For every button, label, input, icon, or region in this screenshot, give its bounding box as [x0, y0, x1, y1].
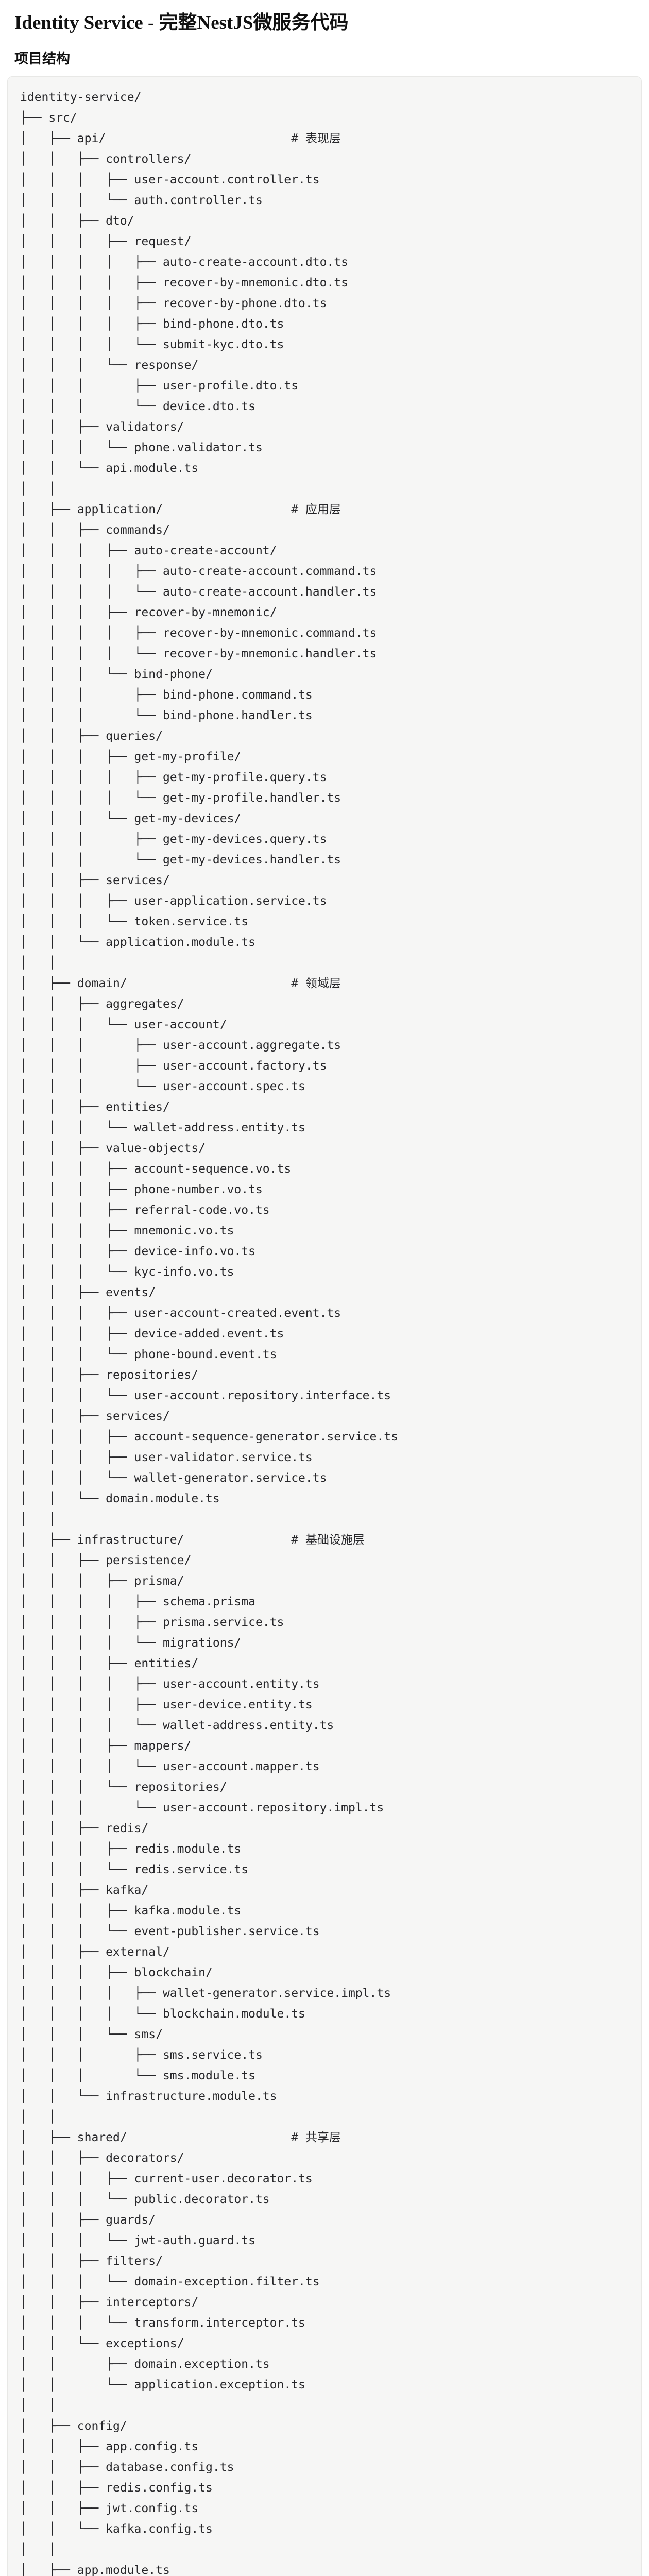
file-tree-code-block: identity-service/ ├── src/ │ ├── api/ # …	[7, 76, 642, 2576]
section-heading-project-structure: 项目结构	[14, 51, 70, 67]
page-title: Identity Service - 完整NestJS微服务代码	[14, 12, 349, 33]
file-tree: identity-service/ ├── src/ │ ├── api/ # …	[20, 91, 398, 2576]
